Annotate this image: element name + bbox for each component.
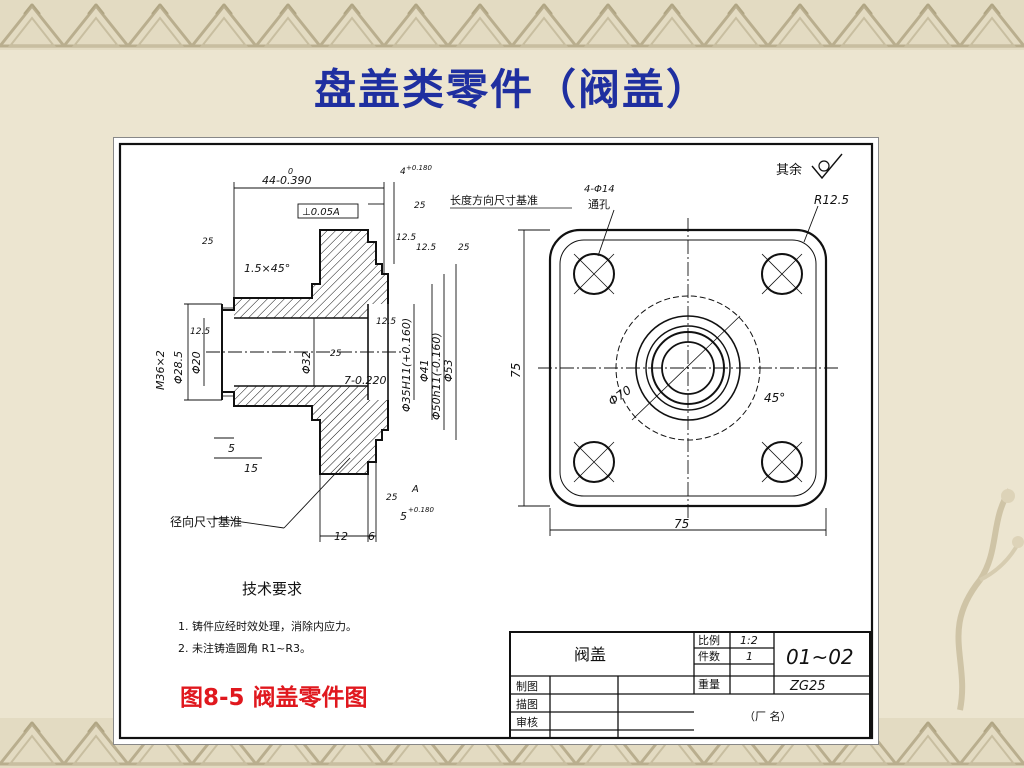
- rough-25d: 25: [386, 493, 398, 503]
- dim-5b-tol: +0.180: [408, 506, 434, 514]
- dim-phi20: Φ20: [190, 351, 203, 374]
- datum-a: A: [411, 484, 419, 495]
- figure-caption: 图8-5 阀盖零件图: [180, 685, 368, 711]
- dim-75-h: 75: [674, 517, 689, 531]
- dim-12: 12: [334, 530, 348, 543]
- rough-25b: 25: [458, 243, 470, 253]
- hole-label-2: 通孔: [588, 198, 610, 211]
- valve-cover-drawing: 44-0.390 0 ⊥0.05A 4 +0.180 1.5×45° M36×2…: [118, 142, 874, 740]
- rough-25: 25: [202, 237, 214, 247]
- radial-datum-label: 径向尺寸基准: [170, 514, 242, 529]
- rough-25c: 25: [330, 349, 342, 359]
- dim-phi285: Φ28.5: [172, 351, 185, 384]
- dim-phi50: Φ50h11(-0.160): [430, 332, 443, 420]
- tb-checked: 审核: [516, 715, 538, 729]
- thread-label: M36×2: [154, 350, 167, 390]
- rough-125c: 12.5: [190, 327, 210, 337]
- dim-15: 15: [244, 462, 258, 475]
- roughness-symbol-icon: [811, 153, 843, 180]
- dim-phi53: Φ53: [442, 359, 455, 382]
- branch-decoration-icon: [955, 488, 1024, 711]
- rough-25e: 25: [414, 201, 426, 211]
- dim-5b: 5: [400, 510, 407, 523]
- decorative-border-top: [0, 0, 1024, 50]
- section-view: [206, 229, 406, 475]
- dim-phi41: Φ41: [418, 359, 431, 382]
- dim-6: 6: [368, 530, 375, 543]
- engineering-drawing: 44-0.390 0 ⊥0.05A 4 +0.180 1.5×45° M36×2…: [114, 138, 878, 744]
- tb-material: ZG25: [789, 679, 826, 694]
- dim-top-upper: 0: [288, 167, 293, 176]
- slide-title: 盘盖类零件（阀盖）: [313, 65, 710, 114]
- tb-weight-label: 重量: [698, 677, 720, 691]
- dim-phi35: Φ35H11(+0.160): [400, 318, 413, 412]
- title-block: 阀盖 比例 1:2 件数 1 重量 01~02 ZG25 制图 描图 审核 （厂…: [509, 631, 871, 739]
- border-pattern-top-icon: [0, 0, 1024, 50]
- hole-label: 4-Φ14: [584, 184, 615, 195]
- rough-125d: 12.5: [376, 317, 396, 327]
- dim-7: 7-0.220: [344, 374, 386, 387]
- rough-125a: 12.5: [396, 233, 416, 243]
- section-dimensions: [184, 182, 457, 542]
- tb-qty-value: 1: [746, 650, 753, 663]
- tech-note-1: 1. 铸件应经时效处理，消除内应力。: [178, 619, 357, 633]
- dim-45deg: 45°: [764, 391, 785, 405]
- roughness-note: 其余: [776, 162, 802, 178]
- rough-125b: 12.5: [416, 243, 436, 253]
- tb-scale-label: 比例: [698, 633, 720, 647]
- length-datum-label: 长度方向尺寸基准: [450, 193, 538, 207]
- dim-75-v: 75: [509, 363, 523, 378]
- dim-top: 44-0.390: [262, 174, 311, 187]
- tb-drawing-number: 01~02: [786, 645, 854, 669]
- dim-phi32: Φ32: [300, 351, 313, 374]
- dim-small-top: 4: [400, 167, 406, 177]
- tb-scale-value: 1:2: [740, 634, 758, 647]
- radius-corner: R12.5: [814, 193, 849, 207]
- tech-title: 技术要求: [242, 580, 302, 598]
- flange-view: 75 75 Φ70 45° R12.5 4-Φ14 通孔 其余: [509, 153, 849, 536]
- tech-note-2: 2. 未注铸造圆角 R1~R3。: [178, 641, 311, 655]
- chamfer-label: 1.5×45°: [244, 262, 290, 275]
- tolerance-box: ⊥0.05A: [302, 207, 340, 218]
- dim-5: 5: [228, 442, 235, 455]
- tb-drawn: 制图: [516, 680, 538, 693]
- tb-part-name: 阀盖: [574, 645, 606, 664]
- technical-requirements: 技术要求 1. 铸件应经时效处理，消除内应力。 2. 未注铸造圆角 R1~R3。: [178, 580, 357, 655]
- tb-qty-label: 件数: [698, 650, 720, 663]
- dim-small-top-tol: +0.180: [406, 164, 432, 172]
- tb-traced: 描图: [516, 697, 538, 711]
- tb-company: （厂 名）: [744, 709, 792, 723]
- dim-phi70: Φ70: [606, 383, 635, 409]
